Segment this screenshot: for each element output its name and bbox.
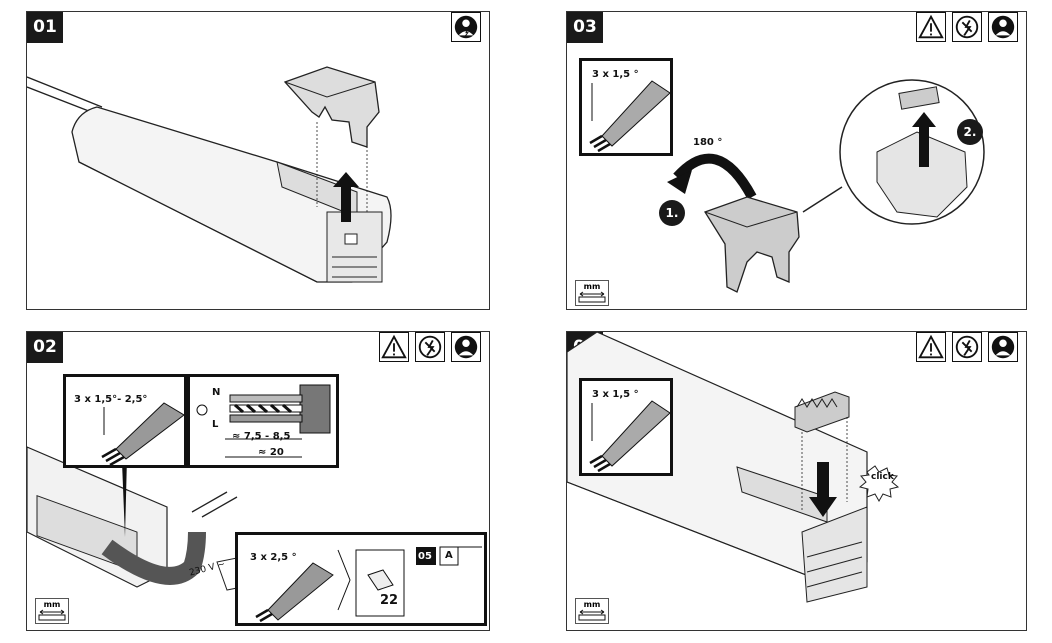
scale-mm-icon: mm (575, 598, 609, 624)
disconnect-power-icon (952, 332, 982, 362)
step-number: 01 (27, 12, 63, 43)
scale-label: mm (583, 600, 601, 609)
ref-letter-label: A (445, 550, 453, 561)
electrician-icon (451, 332, 481, 362)
step-panel-03: 03 3 x 1,5 ° 180 ° 1. 2. mm (566, 11, 1027, 310)
wire-n-label: N (212, 387, 221, 398)
step-panel-04: 04 click 3 x 1,5 ° mm (566, 331, 1027, 631)
safety-icons (451, 12, 481, 42)
cover-rotation-illustration (667, 79, 985, 293)
click-label: click (871, 472, 894, 482)
ref-page-label: 22 (380, 593, 399, 608)
electrician-icon (988, 12, 1018, 42)
warning-icon (379, 332, 409, 362)
disconnect-power-icon (415, 332, 445, 362)
step-number: 02 (27, 332, 63, 363)
scale-mm-icon: mm (35, 598, 69, 624)
step-panel-02: 02 3 x 1,5°- 2,5° N L ≈ 7,5 - 8,5 ≈ 20 (26, 331, 490, 631)
cover-click-illustration (567, 332, 900, 603)
wire-spec-label: 3 x 1,5 ° (592, 69, 639, 80)
warning-icon (916, 332, 946, 362)
warning-icon (916, 12, 946, 42)
wire-spec-label: 3 x 1,5 ° (592, 389, 639, 400)
rotation-label: 180 ° (693, 137, 723, 148)
safety-icons (379, 332, 481, 362)
alternate-wire-inset: 3 x 2,5 ° 22 05 A (235, 532, 487, 626)
total-length-label: ≈ 20 (258, 447, 284, 458)
step-number: 03 (567, 12, 603, 43)
step-panel-01: 01 (26, 11, 490, 310)
scale-label: mm (43, 600, 61, 609)
disconnect-power-icon (952, 12, 982, 42)
driver-housing-illustration (27, 66, 392, 283)
wire-spec-inset: 3 x 1,5 ° (579, 378, 673, 476)
wire-spec-inset: 3 x 1,5 ° (579, 58, 673, 156)
scale-mm-icon: mm (575, 280, 609, 306)
ref-step-label: 05 (418, 551, 432, 562)
step-b-marker: 2. (957, 119, 983, 145)
wire-spec-alt-label: 3 x 2,5 ° (250, 552, 297, 563)
safety-icons (916, 332, 1018, 362)
strip-length-inset: N L ≈ 7,5 - 8,5 ≈ 20 (187, 374, 339, 468)
wire-l-label: L (212, 419, 219, 430)
electrician-icon (988, 332, 1018, 362)
step-a-marker: 1. (659, 200, 685, 226)
scale-label: mm (583, 282, 601, 291)
wiring-illustration (27, 446, 268, 591)
wire-spec-label: 3 x 1,5°- 2,5° (74, 394, 148, 405)
safety-icons (916, 12, 1018, 42)
electrician-icon (451, 12, 481, 42)
wire-spec-inset: 3 x 1,5°- 2,5° (63, 374, 187, 468)
strip-length-label: ≈ 7,5 - 8,5 (232, 431, 291, 442)
